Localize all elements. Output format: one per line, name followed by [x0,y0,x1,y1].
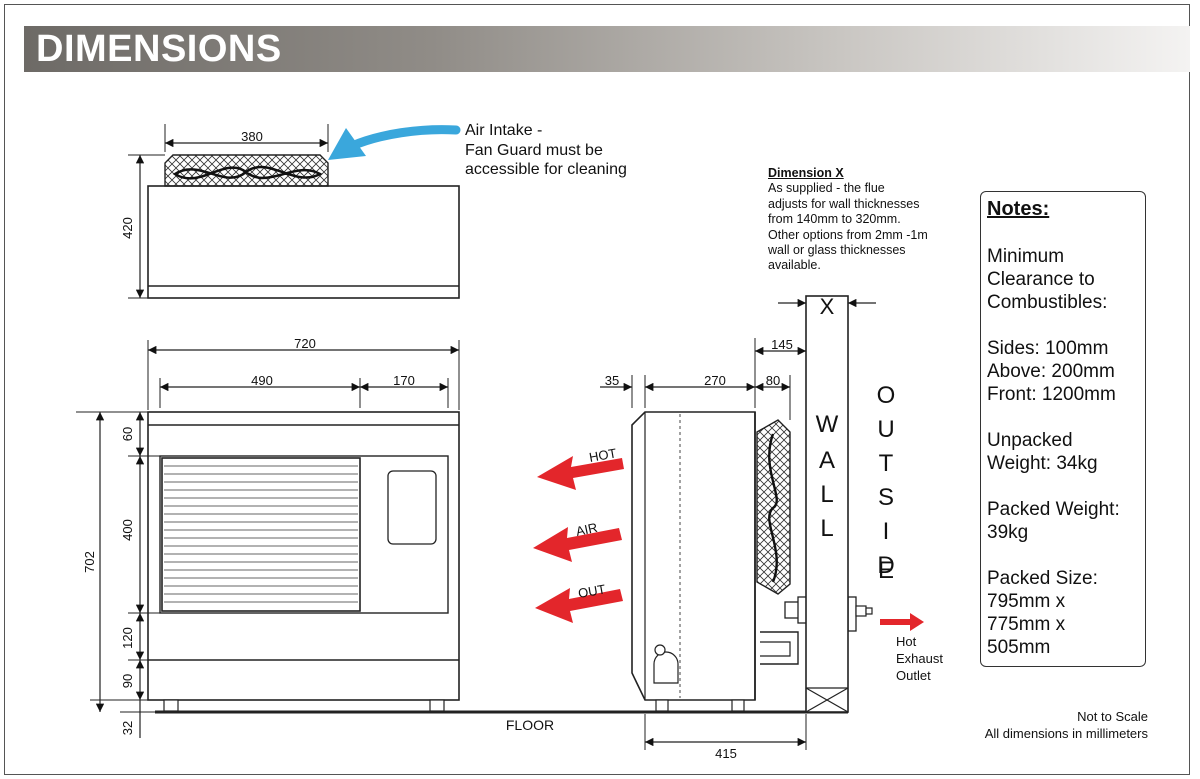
air-intake-note: Air Intake - Fan Guard must be accessibl… [465,122,627,178]
notes-panel: Notes: Minimum Clearance to Combustibles… [980,191,1146,667]
front-foot-right [429,699,445,712]
dim-420-label: 420 [120,217,135,239]
wall-letter-l2: L [820,515,833,542]
dim-32-label: 32 [120,721,135,735]
outside-letter-o: O [877,382,896,409]
dim-80-label: 80 [766,373,780,388]
top-view: 380 420 [120,124,461,299]
dim-490-label: 490 [251,373,273,388]
wall-letter-l1: L [820,481,833,508]
wall-letter-w: W [816,411,839,438]
gas-valve-icon [653,651,679,684]
hot-label: HOT [588,445,618,465]
dim-90-label: 90 [120,674,135,688]
note-unpacked-weight: Unpacked Weight: 34kg [987,430,1098,474]
outside-letter-d: D [877,552,894,579]
note-clearance-values: Sides: 100mm Above: 200mm Front: 1200mm [987,338,1116,405]
note-packed-weight: Packed Weight: 39kg [987,499,1120,543]
air-intake-arrow [347,125,461,151]
top-unit-body [147,185,460,299]
footer-note: Not to Scale All dimensions in millimete… [930,708,1148,742]
dim-270-label: 270 [704,373,726,388]
front-foot-left [163,699,179,712]
dim-145-label: 145 [771,337,793,352]
notes-title: Notes: [987,198,1050,220]
outside-letter-i: I [883,518,890,545]
exhaust-arrow [880,613,924,631]
front-view: 720 490 170 60 400 120 90 32 702 [76,336,460,738]
not-to-scale-label: Not to Scale [1077,709,1148,724]
air-intake-arrowhead [328,128,366,160]
air-label: AIR [575,520,599,539]
outside-letter-s: S [878,484,894,511]
page-frame [4,4,1190,775]
dimension-x-text: As supplied - the flue adjusts for wall … [768,181,928,273]
header-bar: DIMENSIONS [24,26,1190,72]
fan-blade-icon [172,165,323,180]
dim-702-label: 702 [82,551,97,573]
floor-label: FLOOR [506,717,554,733]
side-view: X 35 270 80 145 415 W A L L O U T S I D … [533,294,943,761]
outside-letter-e: E [878,557,894,584]
dim-120-label: 120 [120,627,135,649]
dimension-x-note: Dimension X As supplied - the flue adjus… [768,166,968,274]
exhaust-line-1: Hot [896,634,917,649]
side-unit-body [631,411,756,701]
dim-60-label: 60 [120,427,135,441]
heat-exchanger-louvres [161,457,361,612]
units-label: All dimensions in millimeters [984,726,1148,741]
exhaust-line-3: Outlet [896,668,931,683]
dimension-x-title: Dimension X [768,166,844,180]
note-packed-size: Packed Size: 795mm x 775mm x 505mm [987,568,1098,658]
hot-air-arrow: HOT [537,445,624,490]
wall [805,295,849,713]
dim-720-label: 720 [294,336,316,351]
dim-400-label: 400 [120,519,135,541]
outside-letter-t: T [879,450,894,477]
control-window [387,470,437,545]
exhaust-line-2: Exhaust [896,651,943,666]
out-label: OUT [577,581,607,601]
dim-x-label: X [820,294,835,319]
side-fan-blade-icon [768,433,778,583]
dim-170-label: 170 [393,373,415,388]
outside-letter-u: U [877,416,894,443]
out-arrow: OUT [535,581,623,623]
dim-35-label: 35 [605,373,619,388]
air-arrow: AIR [533,520,622,562]
note-clearance: Minimum Clearance to Combustibles: [987,246,1108,313]
page-title: DIMENSIONS [36,28,282,70]
dim-380-label: 380 [241,129,263,144]
dim-415-label: 415 [715,746,737,761]
louvre-lines [164,465,358,603]
wall-letter-a: A [819,447,835,474]
